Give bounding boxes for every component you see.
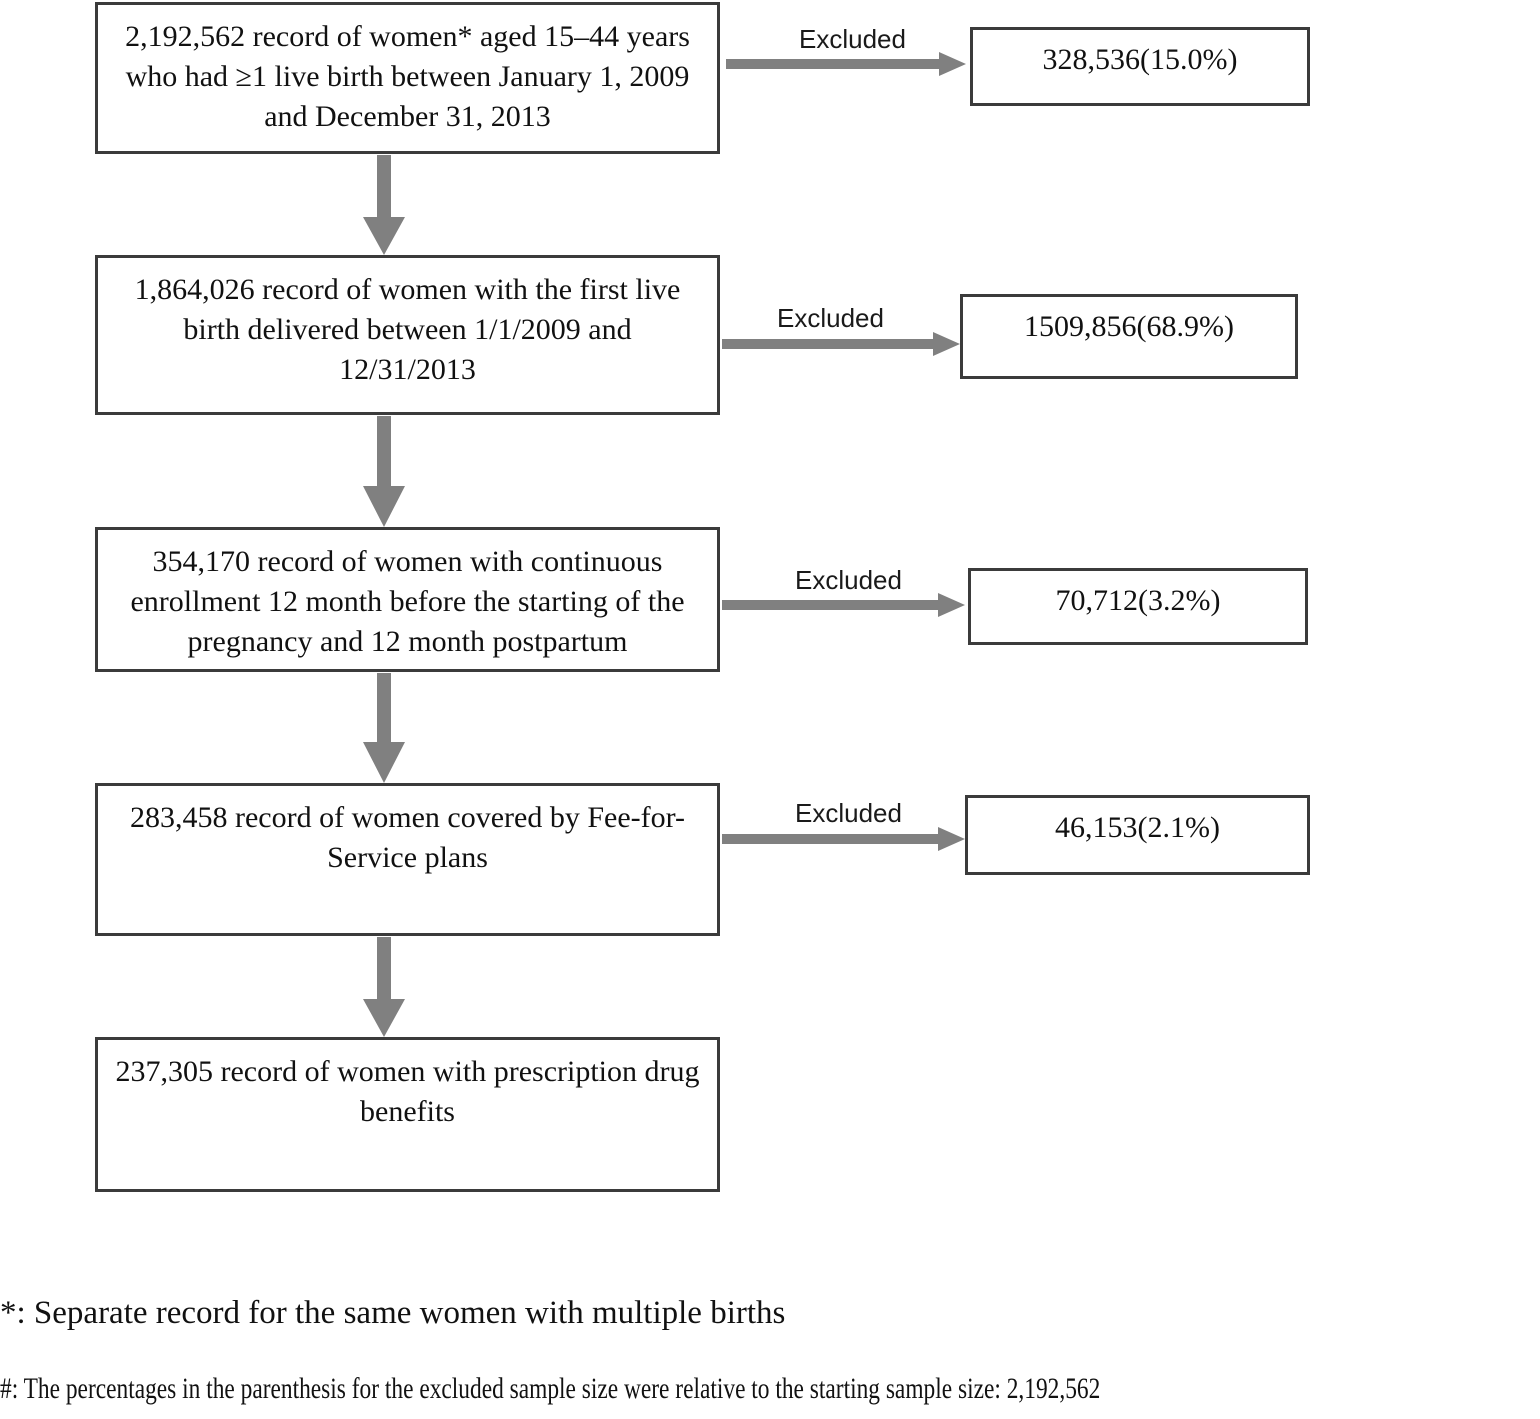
exclusion-node-2-text: 1509,856(68.9%) bbox=[1024, 310, 1234, 343]
flow-node-cohort-ffs: 283,458 record of women covered by Fee-f… bbox=[95, 783, 720, 936]
exclusion-node-1: 328,536(15.0%) bbox=[970, 27, 1310, 106]
arrow-right-icon-4 bbox=[722, 826, 965, 852]
exclusion-node-4-text: 46,153(2.1%) bbox=[1055, 811, 1220, 844]
exclusion-label-3: Excluded bbox=[795, 565, 902, 595]
flow-node-cohort-firstbirth: 1,864,026 record of women with the first… bbox=[95, 255, 720, 415]
arrow-down-icon-4 bbox=[361, 937, 407, 1037]
exclusion-node-1-text: 328,536(15.0%) bbox=[1042, 43, 1238, 76]
flow-node-cohort-initial-text: 2,192,562 record of women* aged 15–44 ye… bbox=[125, 20, 690, 133]
exclusion-node-3-text: 70,712(3.2%) bbox=[1055, 584, 1221, 617]
footnote-multiple-births: *: Separate record for the same women wi… bbox=[0, 1295, 786, 1331]
exclusion-node-4: 46,153(2.1%) bbox=[965, 795, 1310, 875]
flow-node-cohort-rx-text: 237,305 record of women with prescriptio… bbox=[115, 1055, 700, 1128]
footnote-percentages: #: The percentages in the parenthesis fo… bbox=[0, 1372, 1101, 1405]
arrow-down-icon-3 bbox=[361, 673, 407, 783]
exclusion-label-1: Excluded bbox=[799, 24, 906, 54]
flow-node-cohort-ffs-text: 283,458 record of women covered by Fee-f… bbox=[129, 801, 686, 874]
arrow-right-icon-3 bbox=[722, 592, 965, 618]
flow-node-cohort-rx: 237,305 record of women with prescriptio… bbox=[95, 1037, 720, 1192]
exclusion-label-4: Excluded bbox=[795, 798, 902, 828]
flow-node-cohort-enrollment: 354,170 record of women with continuous … bbox=[95, 527, 720, 672]
flow-node-cohort-firstbirth-text: 1,864,026 record of women with the first… bbox=[134, 273, 681, 386]
arrow-down-icon-2 bbox=[361, 416, 407, 527]
flow-node-cohort-initial: 2,192,562 record of women* aged 15–44 ye… bbox=[95, 2, 720, 154]
flow-node-cohort-enrollment-text: 354,170 record of women with continuous … bbox=[130, 545, 685, 658]
arrow-down-icon-1 bbox=[361, 155, 407, 255]
arrow-right-icon-2 bbox=[722, 331, 960, 357]
arrow-right-icon-1 bbox=[726, 51, 966, 77]
exclusion-node-3: 70,712(3.2%) bbox=[968, 568, 1308, 645]
exclusion-label-2: Excluded bbox=[777, 303, 884, 333]
exclusion-node-2: 1509,856(68.9%) bbox=[960, 294, 1298, 379]
